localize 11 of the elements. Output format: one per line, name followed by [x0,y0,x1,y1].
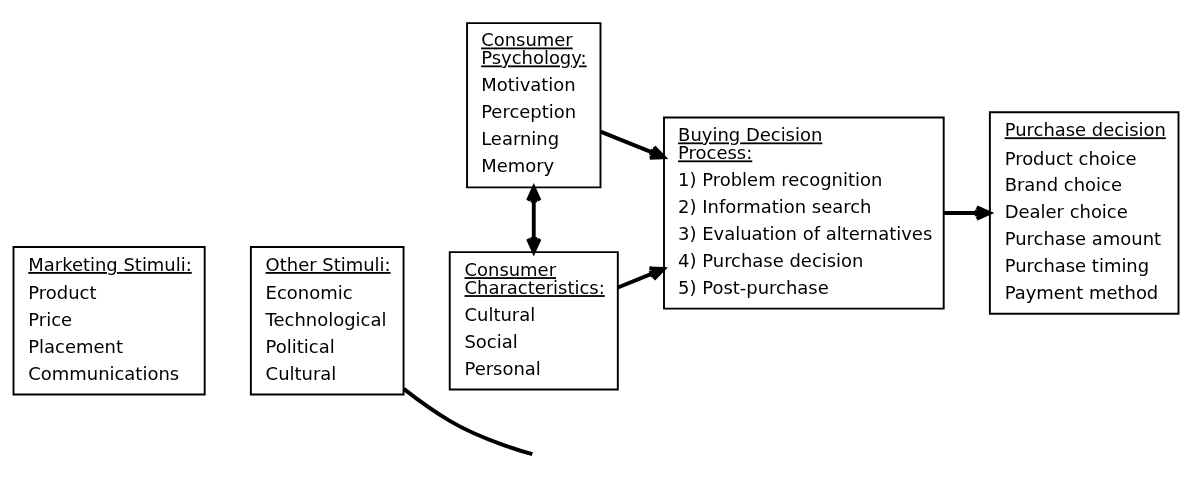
arrow [944,204,992,221]
node-box: Consumer Characteristics: Cultural Social Personal [448,250,619,390]
node-box: Consumer Psychology: Motivation Perception Learning Memory [466,21,602,188]
arrow [617,266,666,289]
node-box: Marketing Stimuli: Product Price Placement Communications [12,245,206,396]
arrow [526,185,542,254]
node-box: Other Stimuli: Economic Technological Political Cultural [249,245,405,396]
node-box: Buying Decision Process: 1) Problem recognition 2) Information search 3) Evaluation of alternatives 4) Purchase decision 5) Post-purchase [663,115,945,310]
connector [402,386,533,456]
node-box: Purchase decision Product choice Brand choice Dealer choice Purchase amount Purchase timing Payment method [988,110,1180,315]
arrow [599,129,666,160]
